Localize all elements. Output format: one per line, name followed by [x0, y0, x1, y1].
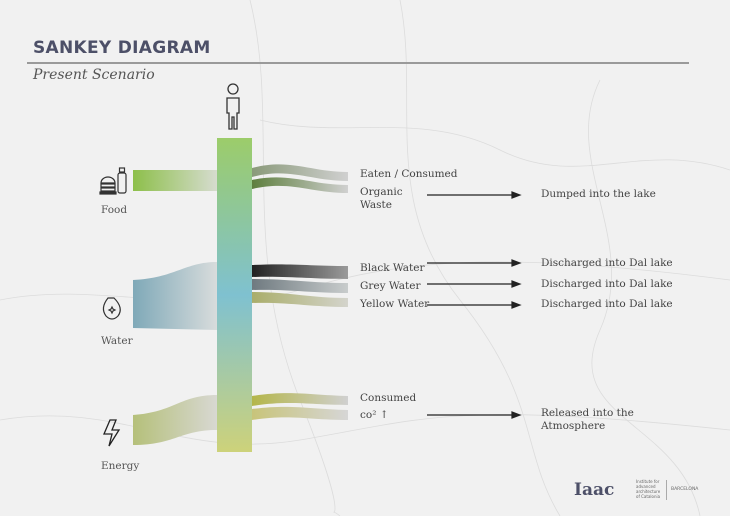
- destination-co2: Released into the Atmosphere: [541, 407, 634, 432]
- logo-city: BARCELONA: [671, 487, 699, 492]
- destination-organic-waste: Dumped into the lake: [541, 188, 656, 200]
- flow-consumed: [252, 393, 348, 406]
- center-node-human: [217, 138, 252, 452]
- flow-energy: [133, 395, 217, 445]
- flow-co2: [252, 406, 348, 420]
- destination-yellow-water: Discharged into Dal lake: [541, 298, 673, 310]
- destination-black-water: Discharged into Dal lake: [541, 257, 673, 269]
- logo-divider: [666, 480, 667, 500]
- output-label-organic-waste: Organic Waste: [360, 186, 403, 211]
- source-label-food: Food: [101, 204, 128, 216]
- flow-eaten: [252, 164, 348, 181]
- output-label-yellow-water: Yellow Water: [360, 298, 430, 310]
- output-label-eaten: Eaten / Consumed: [360, 168, 458, 180]
- title-divider: [27, 62, 689, 64]
- page-subtitle: Present Scenario: [33, 67, 155, 83]
- iaac-logo: Iaac: [574, 480, 615, 500]
- source-label-water: Water: [101, 335, 133, 347]
- water-icon: [102, 297, 121, 320]
- source-label-energy: Energy: [101, 460, 140, 472]
- destination-grey-water: Discharged into Dal lake: [541, 278, 673, 290]
- flow-yellow-water: [252, 292, 348, 307]
- flow-black-water: [252, 264, 348, 279]
- energy-icon: [103, 419, 121, 447]
- person-icon: [226, 83, 240, 130]
- logo-text: Institute for advanced architecture of C…: [636, 479, 661, 499]
- flow-grey-water: [252, 279, 348, 293]
- flow-food: [133, 170, 217, 191]
- flow-organic-waste: [252, 177, 348, 193]
- flow-water: [133, 262, 217, 330]
- output-label-co2: co² ↑: [360, 409, 389, 421]
- output-label-consumed: Consumed: [360, 392, 417, 404]
- output-label-black-water: Black Water: [360, 262, 425, 274]
- page-title: SANKEY DIAGRAM: [33, 38, 211, 58]
- food-icon: [99, 167, 127, 195]
- output-label-grey-water: Grey Water: [360, 280, 421, 292]
